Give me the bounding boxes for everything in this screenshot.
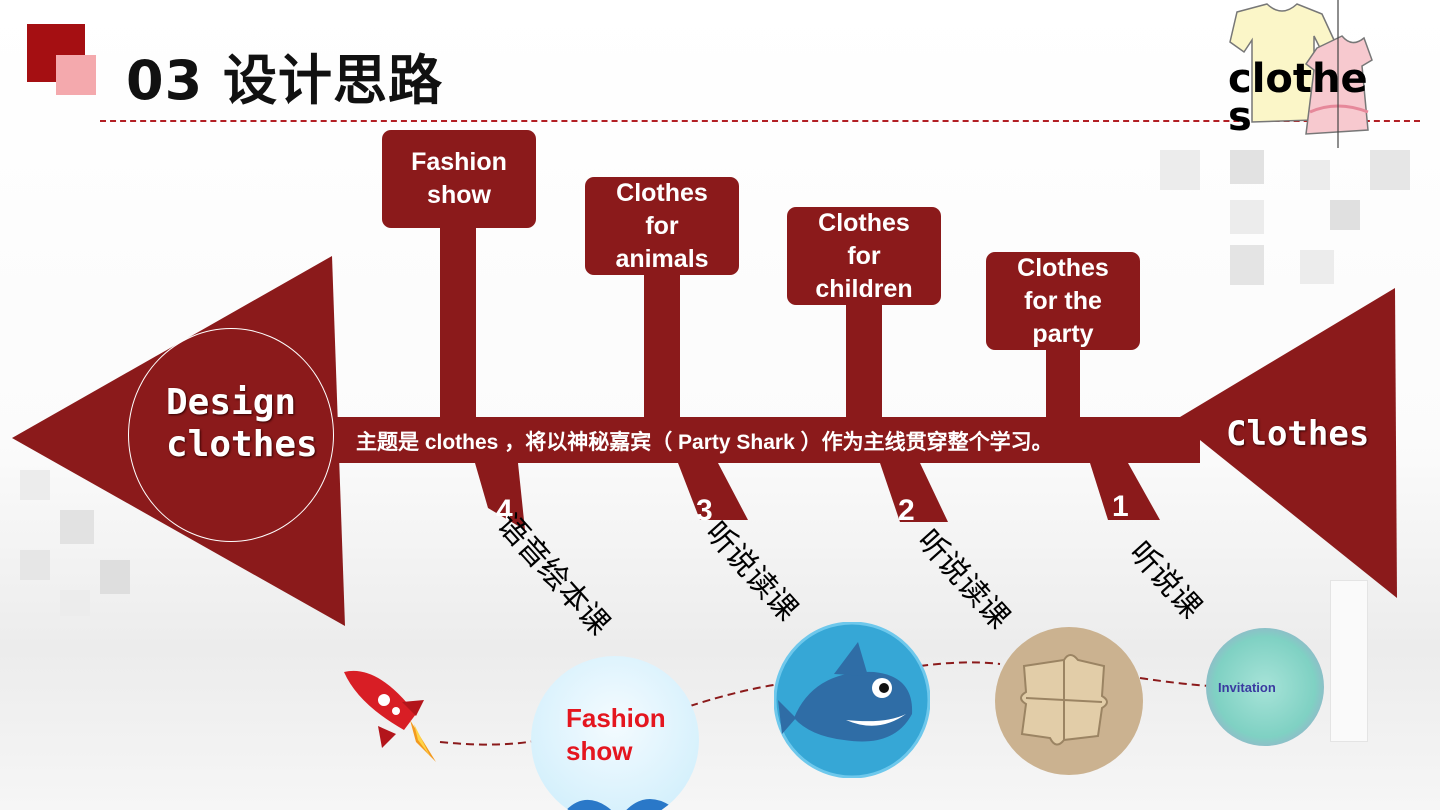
clothes-logo-text: clothes — [1228, 56, 1368, 140]
fish-spine — [330, 417, 1200, 463]
stem-fashion-show — [440, 226, 476, 418]
title-divider — [100, 120, 1420, 122]
branch-number-1: 1 — [1112, 490, 1129, 523]
fashion-show-text: Fashion show — [566, 703, 666, 767]
box-label: Clothes for children — [815, 208, 913, 303]
branch-number-4: 4 — [496, 494, 513, 527]
shark-icon — [774, 622, 930, 778]
branch-triangle-4 — [475, 463, 525, 530]
branch-triangle-3 — [678, 463, 748, 520]
stem-party — [1046, 348, 1080, 418]
box-clothes-for-animals: Clothes for animals — [585, 177, 739, 275]
fish-tail — [1175, 288, 1397, 598]
box-fashion-show: Fashion show — [382, 130, 536, 228]
branch-number-2: 2 — [898, 494, 915, 527]
branch-triangle-1 — [1090, 463, 1160, 520]
white-panel — [1330, 580, 1368, 742]
branch-number-3: 3 — [696, 494, 713, 527]
stem-animals — [644, 272, 680, 418]
box-clothes-for-party: Clothes for the party — [986, 252, 1140, 350]
head-label: Design clothes — [166, 382, 318, 466]
clothes-icon — [1229, 0, 1373, 148]
rocket-icon — [344, 670, 436, 762]
puzzle-icon — [995, 627, 1143, 775]
box-label: Clothes for the party — [1017, 253, 1109, 348]
box-label: Clothes for animals — [615, 178, 709, 273]
whale-icon — [566, 798, 674, 810]
invitation-icon: Invitation — [1206, 628, 1324, 746]
box-clothes-for-children: Clothes for children — [787, 207, 941, 305]
tail-label: Clothes — [1226, 414, 1370, 454]
head-circle — [128, 328, 334, 542]
box-label: Fashion show — [411, 148, 507, 209]
dashed-route — [439, 661, 1211, 746]
page-title: 03 设计思路 — [126, 49, 443, 112]
stem-children — [846, 302, 882, 418]
branch-triangle-2 — [880, 463, 948, 522]
spine-theme-text: 主题是 clothes ，将以神秘嘉宾（ Party Shark ）作为主线贯穿… — [356, 431, 1053, 454]
invitation-text: Invitation — [1218, 680, 1276, 695]
fashion-show-image — [531, 656, 699, 810]
